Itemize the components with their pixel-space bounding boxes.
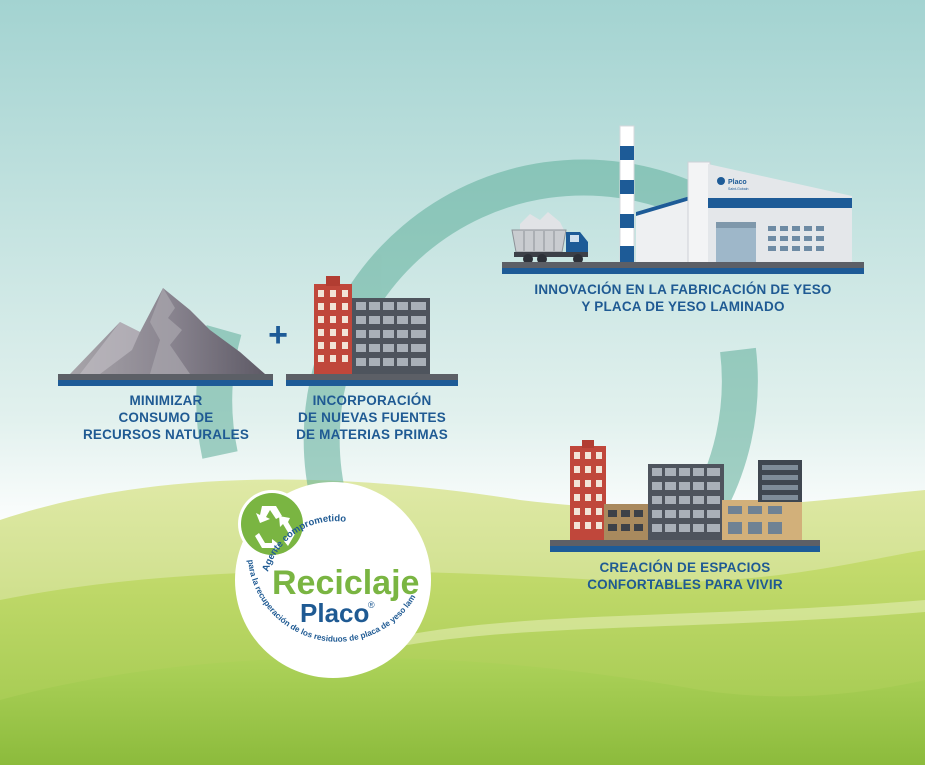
- factory-logo-icon: [717, 177, 725, 185]
- city-base-blue: [550, 546, 820, 552]
- city-icon: [570, 440, 802, 542]
- mountain-base-blue: [58, 380, 273, 386]
- buildings-icon: [314, 276, 430, 376]
- caption-raw-line-1: INCORPORACIÓN: [312, 393, 432, 408]
- caption-manufacturing-line-2: Y PLACA DE YESO LAMINADO: [581, 299, 785, 314]
- caption-living-line-2: CONFORTABLES PARA VIVIR: [587, 577, 783, 592]
- caption-raw-materials: INCORPORACIÓN DE NUEVAS FUENTES DE MATER…: [280, 392, 464, 443]
- caption-raw-line-2: DE NUEVAS FUENTES: [298, 410, 446, 425]
- caption-natural-line-1: MINIMIZAR: [129, 393, 203, 408]
- truck-icon: [511, 212, 588, 264]
- buildings-base: [286, 374, 458, 380]
- plus-icon: +: [268, 316, 288, 354]
- mountain-base: [58, 374, 273, 380]
- caption-natural-line-2: CONSUMO DE: [118, 410, 214, 425]
- caption-natural-line-3: RECURSOS NATURALES: [82, 427, 250, 442]
- recycle-icon: [255, 506, 295, 552]
- badge-registered-mark: ®: [368, 600, 375, 610]
- buildings-base-blue: [286, 380, 458, 386]
- caption-manufacturing: INNOVACIÓN EN LA FABRICACIÓN DE YESO Y P…: [502, 281, 864, 315]
- mountain-icon: [70, 288, 265, 374]
- caption-raw-line-3: DE MATERIAS PRIMAS: [296, 427, 448, 442]
- hill-streak: [380, 600, 925, 650]
- factory-icon: [619, 125, 852, 265]
- caption-natural-resources: MINIMIZAR CONSUMO DE RECURSOS NATURALES: [62, 392, 270, 443]
- factory-sign-line2: Saint-Gobain: [728, 187, 748, 191]
- caption-living-line-1: CREACIÓN DE ESPACIOS: [599, 560, 771, 575]
- factory-sign-line1: Placo: [728, 179, 747, 186]
- factory-base-blue: [502, 268, 864, 274]
- caption-living-spaces: CREACIÓN DE ESPACIOS CONFORTABLES PARA V…: [550, 559, 820, 593]
- badge-title: Reciclaje: [272, 564, 419, 602]
- city-base: [550, 540, 820, 546]
- caption-manufacturing-line-1: INNOVACIÓN EN LA FABRICACIÓN DE YESO: [534, 282, 832, 297]
- hill-front: [0, 657, 925, 765]
- factory-base: [502, 262, 864, 268]
- badge-subtitle: Placo: [300, 598, 369, 628]
